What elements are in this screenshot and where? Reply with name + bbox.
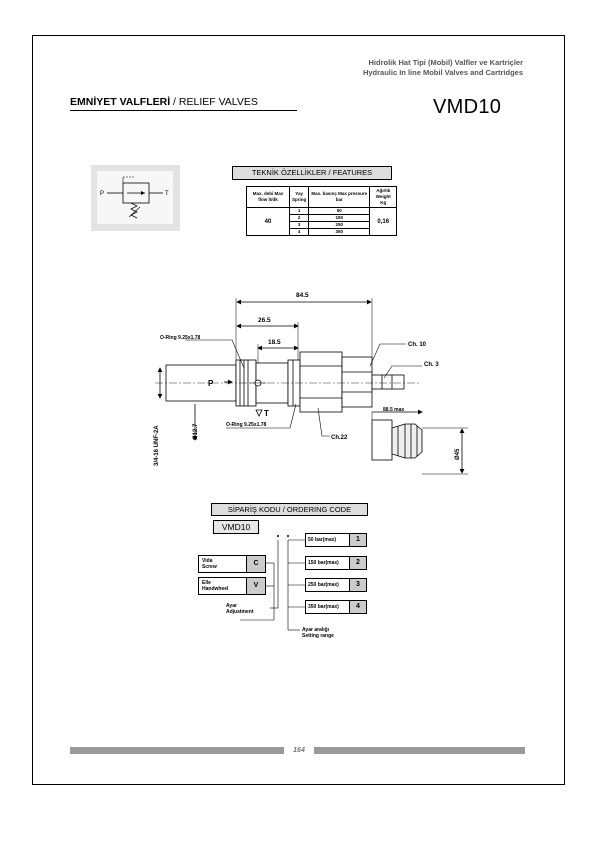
ordering-title: SİPARİŞ KODU / ORDERING CODE bbox=[211, 503, 368, 516]
page-frame bbox=[32, 35, 565, 785]
relief-valve-symbol-icon: P T bbox=[100, 176, 169, 219]
adjust-screw bbox=[371, 374, 405, 390]
header-line-1: Hidrolik Hat Tipi (Mobil) Valfler ve Kar… bbox=[368, 58, 523, 67]
section-title-bold: EMNİYET VALFLERİ bbox=[70, 96, 171, 108]
oring-top-label: O-Ring 9.25x1.78 bbox=[160, 335, 201, 341]
section-title-regular: RELIEF VALVES bbox=[178, 96, 258, 108]
dim-mid-label: 26.5 bbox=[258, 317, 271, 324]
hydraulic-symbol-panel: P T bbox=[97, 171, 173, 224]
range-label: 350 bar(max) bbox=[308, 604, 339, 610]
symbol-port-p: P bbox=[100, 191, 104, 197]
range-code: 1 bbox=[349, 534, 366, 546]
lock-nut bbox=[341, 356, 373, 408]
leader-oring-top bbox=[185, 339, 245, 369]
leader-ch3 bbox=[383, 365, 422, 379]
range-label: 150 bar(max) bbox=[308, 560, 339, 566]
ch3-label: Ch. 3 bbox=[424, 362, 439, 368]
adjustment-label-en: Handwheel bbox=[202, 586, 229, 592]
range-caption-tr: Ayar aralığı bbox=[302, 627, 330, 633]
leader-ch22 bbox=[317, 407, 330, 437]
features-table: Max. debi Max flow lt/dk Yay Spring Max.… bbox=[246, 186, 398, 236]
adjustment-code: V bbox=[246, 578, 265, 594]
ordering-code: VMD10 bbox=[213, 520, 259, 534]
adjustment-caption-en: Adjustment bbox=[226, 609, 254, 615]
section-title-sep: / bbox=[170, 96, 179, 108]
range-code: 3 bbox=[349, 579, 366, 591]
hex-nut bbox=[299, 351, 343, 413]
leader-oring-bottom bbox=[226, 403, 297, 429]
range-option-3: 250 bar(max) 3 bbox=[305, 578, 367, 592]
adjustment-label-tr: Vida bbox=[202, 558, 213, 564]
adjustment-label-en: Screw bbox=[202, 564, 217, 570]
max-length-label: 88.5 max bbox=[383, 407, 404, 413]
drawing-port-t: T bbox=[264, 409, 269, 418]
features-weight-cell: 0,16 bbox=[369, 207, 398, 236]
drawing-port-p: P bbox=[208, 379, 214, 388]
thread-label: 3/4-16 UNF-2A bbox=[154, 425, 160, 466]
oring-bottom-label: O-Ring 9.25x1.78 bbox=[226, 422, 267, 428]
port-t-arrow-icon bbox=[255, 409, 263, 417]
features-flow-cell: 40 bbox=[246, 207, 290, 236]
page-number: 164 bbox=[284, 745, 314, 756]
range-label: 50 bar(max) bbox=[308, 537, 337, 543]
symbol-port-t: T bbox=[165, 191, 169, 197]
adjustment-code: C bbox=[246, 556, 265, 572]
handwheel-knob bbox=[391, 423, 423, 459]
header-title: Hidrolik Hat Tipi (Mobil) Valfler ve Kar… bbox=[363, 58, 523, 78]
handwheel-dia-label: Ø45 bbox=[455, 448, 461, 460]
leader-ch10 bbox=[369, 343, 406, 367]
dim-total-label: 84.5 bbox=[296, 292, 309, 299]
range-code: 4 bbox=[349, 601, 366, 613]
section-title: EMNİYET VALFLERİ / RELIEF VALVES bbox=[70, 96, 258, 108]
features-spring-cell: 4 bbox=[288, 228, 310, 236]
range-code: 2 bbox=[349, 557, 366, 569]
features-pressure-cell: 350 bbox=[308, 228, 371, 236]
header-line-2: Hydraulic In line Mobil Valves and Cartr… bbox=[362, 68, 523, 77]
hydraulic-symbol: P T bbox=[91, 165, 180, 231]
dim-small-label: 18.5 bbox=[268, 339, 281, 346]
adjustment-label-tr: Elle bbox=[202, 580, 211, 586]
dia127-label: Ø12.7 bbox=[193, 423, 199, 440]
adjustment-caption-tr: Ayar bbox=[226, 603, 237, 609]
range-option-2: 150 bar(max) 2 bbox=[305, 556, 367, 570]
range-option-1: 50 bar(max) 1 bbox=[305, 533, 367, 547]
table-row: 4 350 bbox=[247, 228, 397, 236]
features-title: TEKNİK ÖZELLİKLER / FEATURES bbox=[232, 166, 392, 180]
range-label: 250 bar(max) bbox=[308, 582, 339, 588]
ch22-label: Ch.22 bbox=[331, 435, 348, 441]
handwheel-base bbox=[371, 419, 393, 461]
range-option-4: 350 bar(max) 4 bbox=[305, 600, 367, 614]
ch10-label: Ch. 10 bbox=[408, 342, 427, 348]
model-name: VMD10 bbox=[433, 96, 502, 118]
title-underline bbox=[70, 110, 297, 111]
range-caption-en: Setting range bbox=[302, 633, 334, 639]
